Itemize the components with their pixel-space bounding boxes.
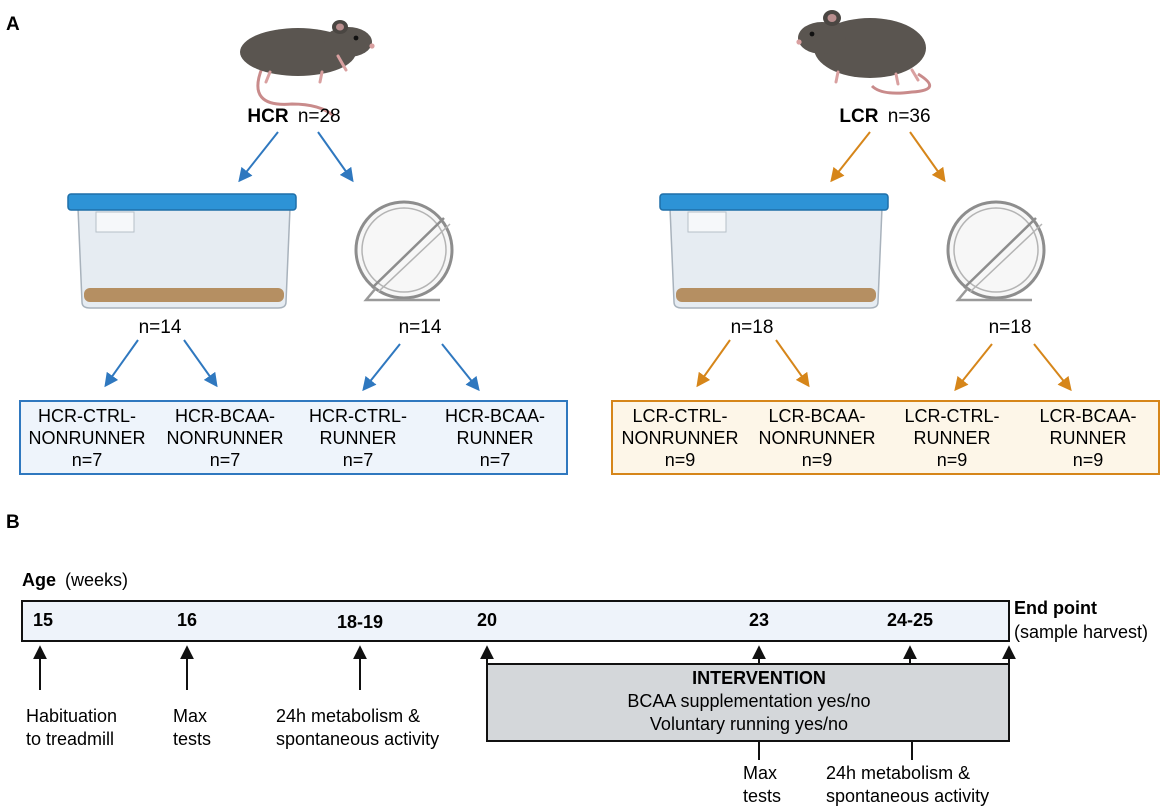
- lcr-group-3-line1: LCR-CTRL-: [904, 406, 999, 426]
- hcr-groups-box: [19, 400, 568, 475]
- lcr-arrow-g3: [954, 343, 993, 392]
- lcr-group-2-n: n=9: [802, 450, 833, 470]
- hcr-group-1-line2: NONRUNNER: [29, 428, 146, 448]
- hcr-group-2: HCR-BCAA- NONRUNNER n=7: [167, 406, 284, 470]
- event-metabolism-2-line2: spontaneous activity: [826, 786, 989, 806]
- week-16: 16: [177, 610, 197, 630]
- hcr-cage-icon: [67, 193, 297, 309]
- week-15: 15: [33, 610, 53, 630]
- panel-a-label: A: [6, 14, 20, 35]
- event-habituation-line2: to treadmill: [26, 729, 114, 749]
- hcr-group-3-line2: RUNNER: [319, 428, 396, 448]
- lcr-arrow-g4: [1033, 343, 1072, 392]
- hcr-group-3: HCR-CTRL- RUNNER n=7: [309, 406, 407, 470]
- event-metabolism-1-line1: 24h metabolism &: [276, 706, 420, 726]
- lcr-group-4-n: n=9: [1073, 450, 1104, 470]
- intervention-box: [486, 663, 1010, 742]
- event-max-tests-2-line1: Max: [743, 763, 777, 783]
- hcr-arrow-g1: [104, 339, 139, 388]
- lcr-group-2-line1: LCR-BCAA-: [768, 406, 865, 426]
- week-23: 23: [749, 610, 769, 630]
- week-24-25: 24-25: [887, 610, 933, 630]
- lcr-group-4: LCR-BCAA- RUNNER n=9: [1039, 406, 1136, 470]
- hcr-group-1-line1: HCR-CTRL-: [38, 406, 136, 426]
- hcr-cage-n: n=14: [139, 317, 182, 338]
- age-axis-label: Age (weeks): [22, 570, 128, 590]
- hcr-arrow-g3: [362, 343, 401, 392]
- lcr-wheel-n: n=18: [989, 317, 1032, 338]
- lcr-group-4-line2: RUNNER: [1049, 428, 1126, 448]
- lcr-arrow-g2: [775, 339, 810, 388]
- event-metabolism-1-line2: spontaneous activity: [276, 729, 439, 749]
- lcr-cage-icon: [659, 193, 889, 309]
- hcr-group-3-n: n=7: [343, 450, 374, 470]
- lcr-running-wheel-icon: [946, 200, 1046, 302]
- hcr-arrow-wheel: [317, 131, 354, 183]
- hcr-wheel-n: n=14: [399, 317, 442, 338]
- lcr-group-4-line1: LCR-BCAA-: [1039, 406, 1136, 426]
- event-max-tests-1-line1: Max: [173, 706, 207, 726]
- hcr-name: HCR: [247, 106, 288, 127]
- lcr-name: LCR: [839, 106, 878, 127]
- hcr-group-2-n: n=7: [210, 450, 241, 470]
- intervention-title: INTERVENTION: [692, 668, 826, 688]
- end-point-sublabel: (sample harvest): [1014, 622, 1148, 642]
- lcr-cage-n: n=18: [731, 317, 774, 338]
- hcr-arrow-g4: [441, 343, 480, 392]
- hcr-rat-icon: [240, 20, 375, 118]
- lcr-arrow-wheel: [909, 131, 946, 183]
- lcr-group-2-line2: NONRUNNER: [759, 428, 876, 448]
- age-label: Age: [22, 570, 56, 590]
- lcr-group-1: LCR-CTRL- NONRUNNER n=9: [622, 406, 739, 470]
- lcr-group-2: LCR-BCAA- NONRUNNER n=9: [759, 406, 876, 470]
- hcr-group-3-line1: HCR-CTRL-: [309, 406, 407, 426]
- hcr-group-1-n: n=7: [72, 450, 103, 470]
- lcr-group-3-line2: RUNNER: [913, 428, 990, 448]
- lcr-count-label: LCR n=36: [839, 106, 930, 127]
- event-habituation-line1: Habituation: [26, 706, 117, 726]
- hcr-group-2-line1: HCR-BCAA-: [175, 406, 275, 426]
- week-18-19: 18-19: [337, 612, 383, 632]
- hcr-group-4: HCR-BCAA- RUNNER n=7: [445, 406, 545, 470]
- age-timeline-bar: [21, 600, 1010, 642]
- hcr-group-4-line1: HCR-BCAA-: [445, 406, 545, 426]
- week-20: 20: [477, 610, 497, 630]
- lcr-n: n=36: [888, 106, 931, 127]
- lcr-group-3-n: n=9: [937, 450, 968, 470]
- hcr-group-4-line2: RUNNER: [456, 428, 533, 448]
- lcr-arrow-cage: [830, 131, 871, 183]
- hcr-running-wheel-icon: [354, 200, 454, 302]
- hcr-count-label: HCR n=28: [247, 106, 340, 127]
- lcr-group-3: LCR-CTRL- RUNNER n=9: [904, 406, 999, 470]
- hcr-n: n=28: [298, 106, 341, 127]
- lcr-groups-box: [611, 400, 1160, 475]
- hcr-arrow-cage: [238, 131, 279, 183]
- panel-b-label: B: [6, 512, 20, 533]
- event-metabolism-2-line1: 24h metabolism &: [826, 763, 970, 783]
- hcr-group-2-line2: NONRUNNER: [167, 428, 284, 448]
- event-max-tests-1-line2: tests: [173, 729, 211, 749]
- hcr-group-1: HCR-CTRL- NONRUNNER n=7: [29, 406, 146, 470]
- lcr-group-1-line2: NONRUNNER: [622, 428, 739, 448]
- intervention-line2: Voluntary running yes/no: [650, 714, 848, 734]
- lcr-group-1-line1: LCR-CTRL-: [632, 406, 727, 426]
- lcr-group-1-n: n=9: [665, 450, 696, 470]
- hcr-group-4-n: n=7: [480, 450, 511, 470]
- end-point-label: End point: [1014, 598, 1097, 618]
- lcr-arrow-g1: [696, 339, 731, 388]
- hcr-arrow-g2: [183, 339, 218, 388]
- age-unit: (weeks): [65, 570, 128, 590]
- intervention-line1: BCAA supplementation yes/no: [627, 691, 870, 711]
- lcr-rat-icon: [796, 10, 931, 95]
- event-max-tests-2-line2: tests: [743, 786, 781, 806]
